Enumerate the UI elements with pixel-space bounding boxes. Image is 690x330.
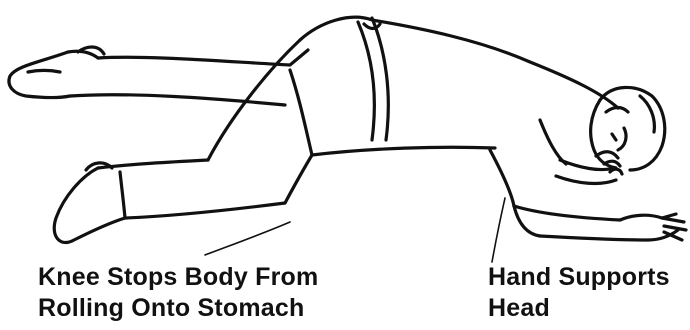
knee-label: Knee Stops Body From Rolling Onto Stomac… <box>38 262 318 324</box>
knee-label-line-2: Rolling Onto Stomach <box>38 293 318 324</box>
back-leg <box>68 50 308 105</box>
belt <box>358 18 388 140</box>
head <box>591 87 665 170</box>
hand-label: Hand Supports Head <box>488 262 670 324</box>
torso <box>290 17 618 155</box>
hand-label-line-2: Head <box>488 293 670 324</box>
extended-hand <box>620 214 686 240</box>
bent-leg <box>98 40 312 218</box>
knee-label-line-1: Knee Stops Body From <box>38 262 318 293</box>
hand-label-line-1: Hand Supports <box>488 262 670 293</box>
front-foot <box>54 163 125 243</box>
